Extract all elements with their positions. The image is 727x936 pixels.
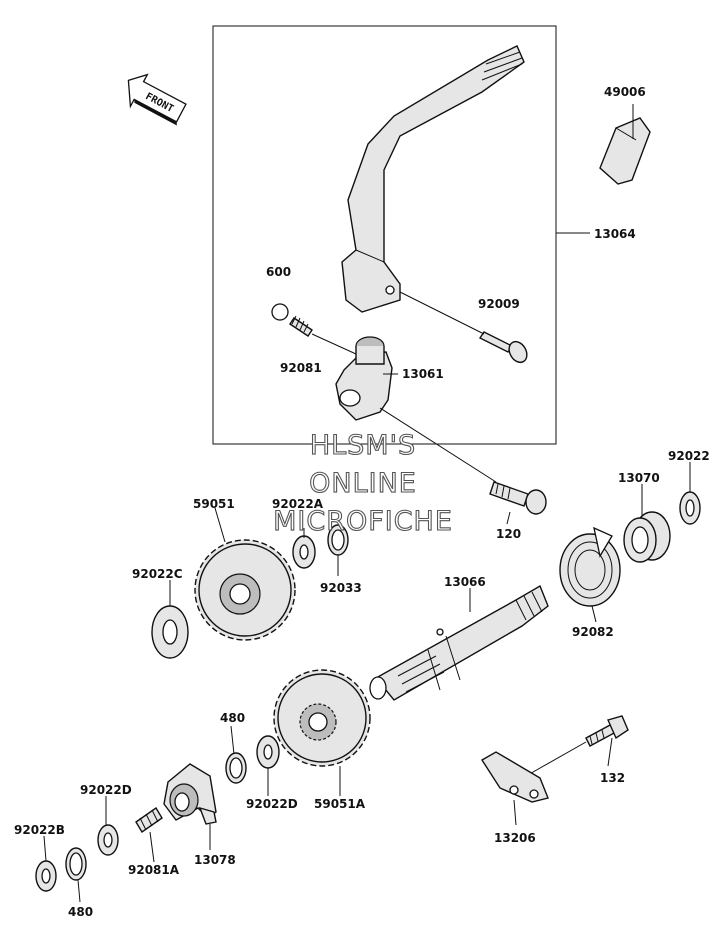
- spring-92081: [289, 315, 357, 355]
- label-92022A: 92022A: [272, 497, 324, 511]
- washer-92022a: [292, 535, 316, 569]
- label-13070: 13070: [618, 471, 660, 485]
- washer-92022c: [151, 605, 189, 659]
- leader-lines: [43, 373, 691, 903]
- watermark-line-1: HLSM'S: [310, 430, 416, 461]
- label-480-top: 480: [220, 711, 245, 725]
- kick-shaft: [369, 584, 549, 701]
- kick-boss: [335, 336, 393, 421]
- label-49006: 49006: [604, 85, 646, 99]
- label-92022D-left: 92022D: [80, 783, 132, 797]
- circlip-480-top: [225, 752, 247, 784]
- spring-guide: [623, 511, 671, 563]
- circlip-480-bottom: [65, 847, 87, 881]
- watermark-line-2: ONLINE: [309, 468, 417, 499]
- bolt-120: [379, 407, 547, 515]
- washer-92022d-left: [97, 824, 119, 856]
- label-59051: 59051: [193, 497, 235, 511]
- torsion-spring: [559, 526, 621, 607]
- kick-pedal-rubber: [599, 117, 651, 185]
- washer-92022: [679, 491, 701, 525]
- watermark: HLSM'S ONLINE MICROFICHE: [273, 429, 453, 537]
- assembly-frame: [212, 25, 590, 445]
- label-13078: 13078: [194, 853, 236, 867]
- ratchet-guide: [481, 751, 549, 803]
- spring-92081a: [135, 806, 163, 834]
- part-labels: 49006 13064 600 92009 92081 13061 120 92…: [14, 85, 710, 919]
- label-92022C: 92022C: [132, 567, 183, 581]
- label-13066: 13066: [444, 575, 486, 589]
- label-13206: 13206: [494, 831, 536, 845]
- label-13061: 13061: [402, 367, 444, 381]
- label-92022: 92022: [668, 449, 710, 463]
- label-92081: 92081: [280, 361, 322, 375]
- kick-gear: [194, 539, 296, 641]
- label-13064: 13064: [594, 227, 636, 241]
- bolt-92009: [399, 291, 528, 364]
- idle-gear: [273, 669, 371, 767]
- label-92033: 92033: [320, 581, 362, 595]
- label-92081A: 92081A: [128, 863, 180, 877]
- label-480-bottom: 480: [68, 905, 93, 919]
- bolt-132: [525, 715, 629, 777]
- label-92022D-mid: 92022D: [246, 797, 298, 811]
- label-600: 600: [266, 265, 291, 279]
- label-132: 132: [600, 771, 625, 785]
- washer-92022d-mid: [256, 735, 280, 769]
- label-92009: 92009: [478, 297, 520, 311]
- watermark-line-3: MICROFICHE: [273, 506, 453, 537]
- label-120: 120: [496, 527, 521, 541]
- label-92022B: 92022B: [14, 823, 65, 837]
- kick-pedal-lever: [341, 45, 525, 313]
- washer-92022b: [35, 860, 57, 892]
- front-arrow: FRONT: [127, 73, 187, 126]
- ratchet: [163, 763, 217, 825]
- steel-ball: [271, 303, 289, 321]
- label-92082: 92082: [572, 625, 614, 639]
- label-59051A: 59051A: [314, 797, 366, 811]
